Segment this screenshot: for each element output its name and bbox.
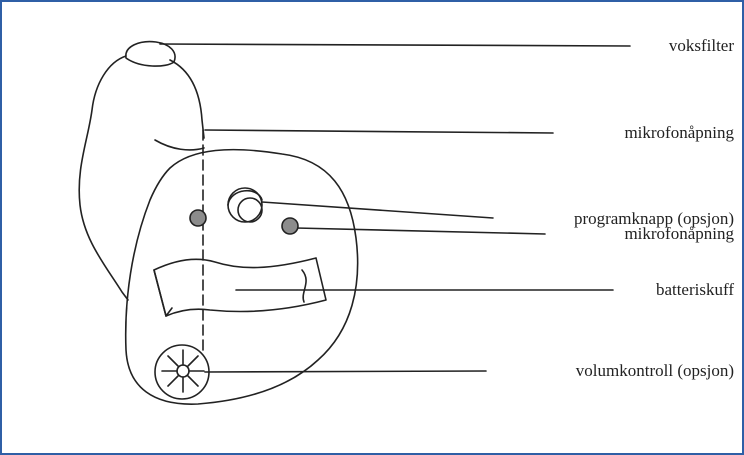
device-canal-tip bbox=[78, 55, 129, 301]
volume-control-hub bbox=[176, 364, 190, 378]
battery-drawer-curve bbox=[301, 269, 307, 303]
wax-filter bbox=[125, 40, 176, 67]
program-button-arc bbox=[227, 190, 263, 206]
leader-microphone-right bbox=[295, 227, 546, 235]
microphone-opening-right bbox=[281, 217, 299, 235]
volume-control-outer bbox=[154, 344, 210, 400]
volume-control-spokes bbox=[161, 349, 205, 393]
battery-drawer bbox=[153, 257, 327, 317]
label-volume-control: volumkontroll (opsjon) bbox=[575, 361, 734, 380]
faceplate-outline bbox=[124, 148, 359, 405]
leader-volume-control bbox=[204, 370, 487, 373]
battery-drawer-tab bbox=[153, 269, 173, 317]
device-canal-inner bbox=[154, 139, 205, 151]
device-canal-back bbox=[169, 59, 205, 139]
label-program-button: programknapp (opsjon) bbox=[573, 209, 734, 228]
leader-wax-filter bbox=[159, 43, 631, 47]
leader-program-button bbox=[261, 201, 494, 219]
label-battery-drawer: batteriskuff bbox=[655, 280, 734, 299]
program-button-inner bbox=[237, 197, 263, 223]
label-wax-filter: voksfilter bbox=[668, 36, 734, 55]
microphone-opening-left bbox=[189, 209, 207, 227]
leader-microphone-top bbox=[204, 129, 554, 134]
label-microphone-top: mikrofonåpning bbox=[624, 123, 734, 142]
label-microphone-right: mikrofonåpning bbox=[624, 224, 734, 243]
